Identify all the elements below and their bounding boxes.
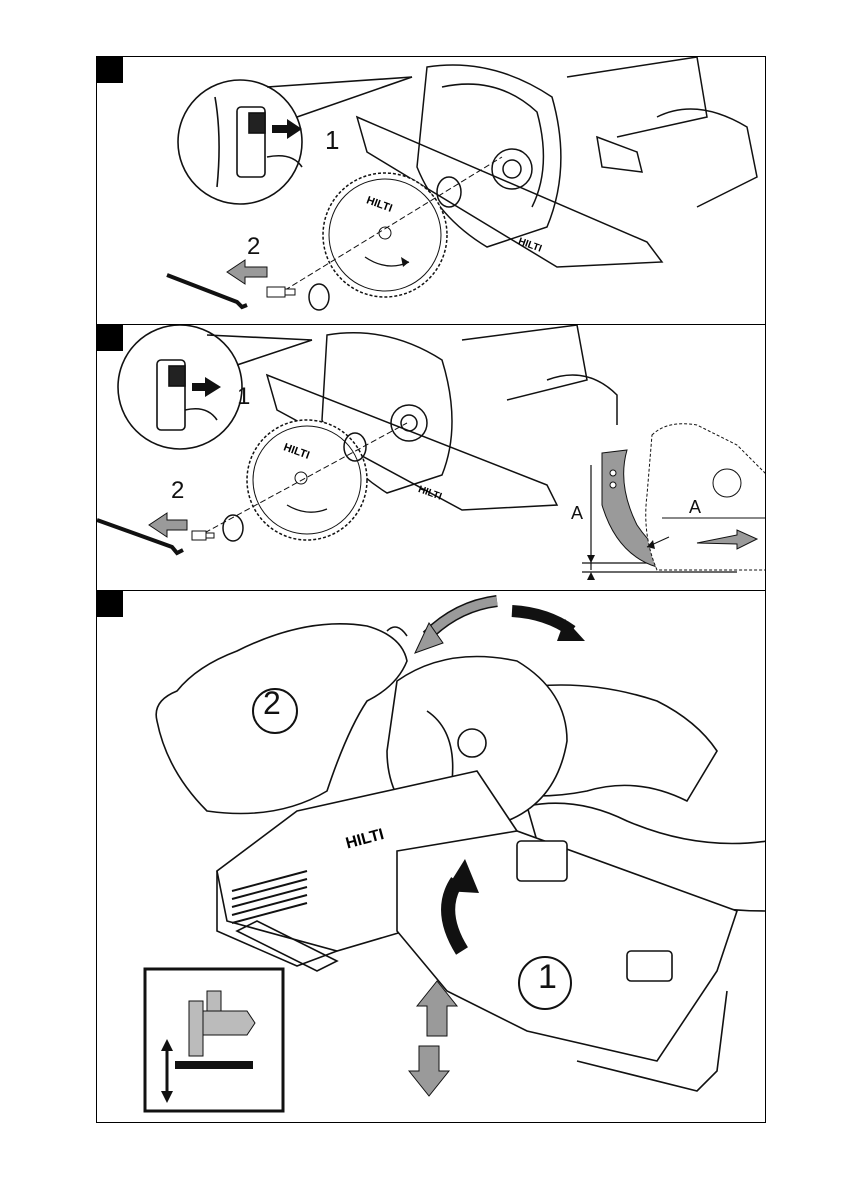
saw-blade [247,420,367,540]
blade-arbor-hole [713,469,741,497]
depth-pictogram [145,969,283,1111]
clamping-bolt [267,287,295,297]
detail-zoom-circle [178,80,302,204]
step-1-label: 1 [538,958,557,997]
figure-2-blade-installation: HILTI HILTI 1 2 A A [96,324,766,591]
bevel-lock-lever [627,951,672,981]
housing-brand-text: HILTI [517,236,544,255]
dimension-a-right-label: A [689,497,701,518]
hex-key-icon [167,275,247,307]
spindle-lock-button [169,366,185,386]
figure-1-illustration: HILTI HILTI [97,57,766,325]
step-2-label: 2 [171,477,184,505]
housing-brand-text: HILTI [417,484,444,503]
saw-blade [323,173,447,297]
press-arrow-icon [272,119,302,139]
clamping-bolt [192,531,214,540]
press-arrow-icon [192,377,221,397]
clamping-washer [309,284,329,310]
step-1-label: 1 [325,125,339,156]
clamping-washer [223,515,243,541]
figure-3-cutting-depth-adjustment: HILTI 1 2 [96,590,766,1123]
step-2-label: 2 [263,685,281,722]
figure-2-illustration: HILTI HILTI [97,325,766,591]
depth-detail [582,424,766,580]
down-arrow-icon [409,1046,449,1096]
pull-out-arrow-icon [227,260,267,284]
push-in-arrow-icon [149,513,187,537]
figure-3-illustration: HILTI [97,591,766,1123]
figure-1-blade-removal: HILTI HILTI 1 2 [96,56,766,325]
step-2-label: 2 [247,233,260,261]
dimension-a-left-label: A [571,503,583,524]
spindle-lock-button [249,113,265,133]
depth-lock-lever [517,841,567,881]
step-1-label: 1 [237,383,250,411]
